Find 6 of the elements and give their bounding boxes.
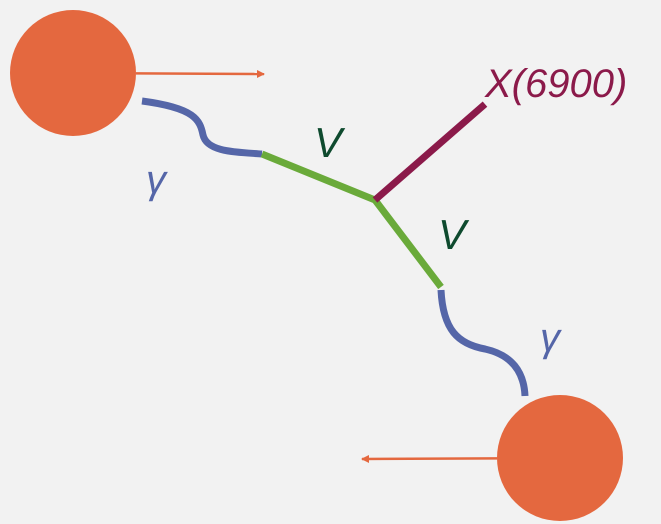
particle-label: X(6900) [485,60,659,108]
arrow [136,70,265,78]
arrow [361,454,497,463]
particle-symbol: γ [146,160,166,200]
particle-symbol: γ [540,318,560,358]
propagator-line [372,101,488,203]
